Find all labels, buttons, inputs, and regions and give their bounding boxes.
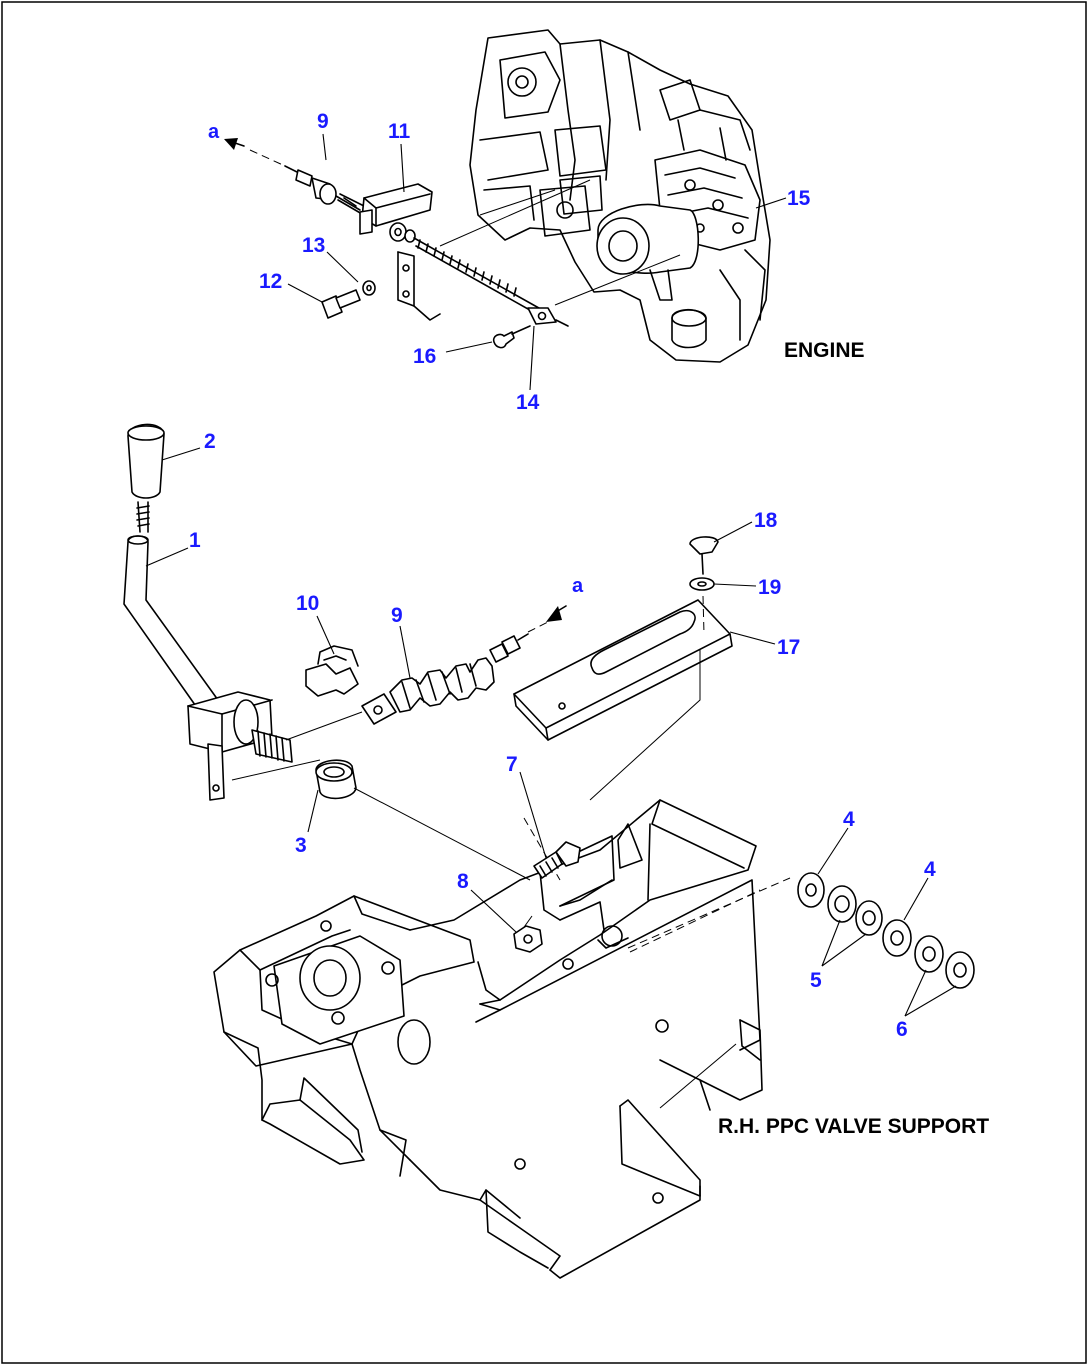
part-number-16: 16 [413, 345, 436, 368]
plate-17 [513, 536, 733, 801]
washer-4a [797, 872, 825, 908]
bolt-7 [533, 841, 581, 879]
valve-support-illustration [213, 799, 791, 1279]
part-number-3: 3 [295, 834, 307, 857]
part-number-18: 18 [754, 509, 778, 532]
part-number-2: 2 [204, 430, 216, 453]
arrow-label-a-top: a [208, 121, 220, 143]
washer-5b [855, 900, 883, 936]
valve-support-label: R.H. PPC VALVE SUPPORT [718, 1115, 989, 1138]
part-number-5: 5 [810, 969, 822, 992]
part-number-14: 14 [516, 391, 540, 414]
lever-assembly [123, 423, 531, 881]
part-number-19: 19 [758, 576, 781, 599]
part-number-4-second: 4 [924, 858, 936, 881]
part-number-6: 6 [896, 1018, 908, 1041]
part-number-labels: a 9 11 13 12 15 16 14 ENGINE 2 1 10 9 a … [189, 110, 989, 1138]
nut-6b [945, 951, 975, 989]
part-number-10: 10 [296, 592, 319, 615]
washer-stack [797, 872, 975, 989]
leader-lines [145, 133, 957, 1017]
part-number-9-top: 9 [317, 110, 329, 133]
arrow-a-top-head [224, 138, 238, 150]
part-number-9-middle: 9 [391, 604, 403, 627]
part-number-12: 12 [259, 270, 282, 293]
part-number-15: 15 [787, 187, 811, 210]
part-number-4-first: 4 [843, 808, 855, 831]
nut-6a [914, 935, 944, 973]
washer-4b [882, 919, 912, 957]
throttle-cable-middle [305, 605, 567, 725]
arrow-label-a-middle: a [572, 575, 584, 597]
part-number-13: 13 [302, 234, 325, 257]
washer-5a [827, 885, 857, 923]
arrow-a-middle-head [546, 606, 562, 622]
engine-illustration [439, 29, 771, 363]
nut-8 [513, 925, 543, 953]
part-number-8: 8 [457, 870, 469, 893]
part-number-7: 7 [506, 753, 518, 776]
part-number-17: 17 [777, 636, 800, 659]
part-number-1: 1 [189, 529, 201, 552]
engine-label: ENGINE [784, 339, 865, 362]
part-number-11: 11 [388, 120, 411, 143]
throttle-cable-top [224, 138, 569, 349]
